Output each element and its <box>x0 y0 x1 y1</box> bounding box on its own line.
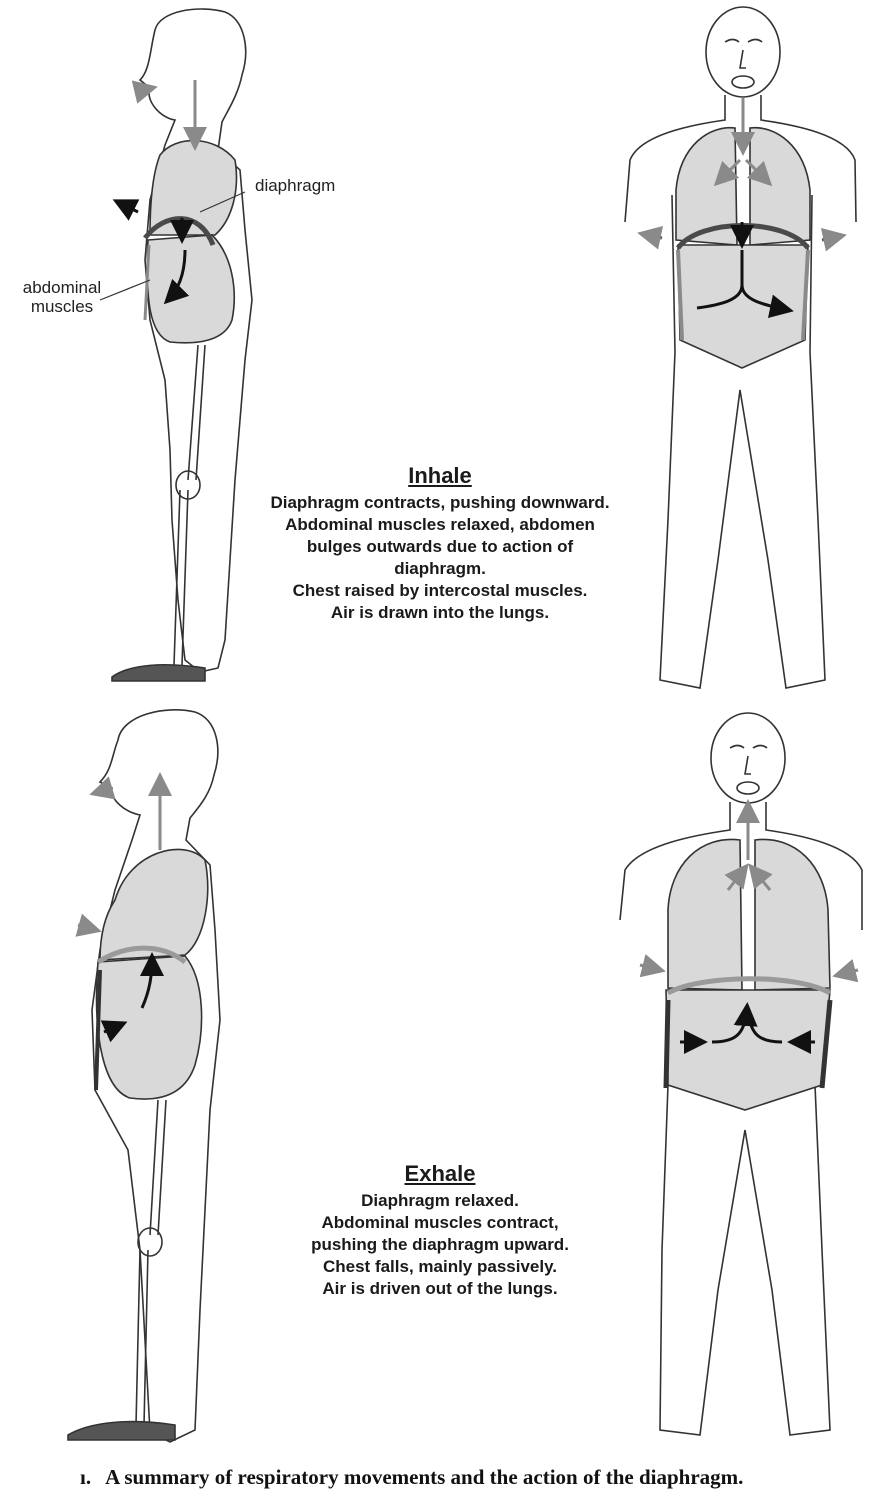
inhale-line: Diaphragm contracts, pushing downward. <box>230 492 650 514</box>
front-chest-left-arrow <box>643 234 662 238</box>
inhale-panel: diaphragm abdominal muscles Inhale Diaph… <box>0 0 891 690</box>
exhale-line: Chest falls, mainly passively. <box>245 1256 635 1278</box>
side-foot <box>112 665 205 681</box>
side-foot <box>68 1422 175 1440</box>
caption-text: A summary of respiratory movements and t… <box>105 1465 743 1489</box>
inhale-heading: Inhale <box>230 462 650 490</box>
exhale-line: pushing the diaphragm upward. <box>245 1234 635 1256</box>
exhale-line: Diaphragm relaxed. <box>245 1190 635 1212</box>
front-face <box>730 746 767 775</box>
inhale-line: Abdominal muscles relaxed, abdomen <box>230 514 650 536</box>
exhale-heading: Exhale <box>245 1160 635 1188</box>
front-figure-inhale <box>625 7 856 688</box>
front-chest-right-arrow <box>822 236 841 240</box>
front-lungs <box>668 839 830 990</box>
abdominal-label-line1: abdominal <box>12 278 112 297</box>
side-chest-organ <box>100 849 208 960</box>
side-leg-bones <box>174 345 205 665</box>
front-abdomen <box>666 990 830 1110</box>
front-chest-left-arrow <box>640 965 660 970</box>
chest-in-arrow <box>78 925 96 930</box>
inhale-line: bulges outwards due to action of <box>230 536 650 558</box>
front-body <box>625 95 856 688</box>
figure-caption: ı. A summary of respiratory movements and… <box>80 1465 880 1490</box>
chest-out-arrow <box>118 202 138 212</box>
side-figure-exhale <box>68 710 220 1442</box>
caption-number: ı. <box>80 1465 91 1489</box>
abdominal-label-line2: muscles <box>12 297 112 316</box>
front-mouth <box>732 76 754 88</box>
air-out-arrow <box>95 788 112 793</box>
side-abdomen-organ <box>147 235 234 343</box>
inhale-description: Inhale Diaphragm contracts, pushing down… <box>230 462 650 624</box>
exhale-description: Exhale Diaphragm relaxed. Abdominal musc… <box>245 1160 635 1300</box>
exhale-panel: Exhale Diaphragm relaxed. Abdominal musc… <box>0 690 891 1450</box>
inhale-line: Chest raised by intercostal muscles. <box>230 580 650 602</box>
side-leg-bones <box>136 1100 166 1425</box>
exhale-line: Air is driven out of the lungs. <box>245 1278 635 1300</box>
exhale-line: Abdominal muscles contract, <box>245 1212 635 1234</box>
front-chest-right-arrow <box>838 970 858 975</box>
front-mouth <box>737 782 759 794</box>
inhale-line: Air is drawn into the lungs. <box>230 602 650 624</box>
exhale-illustration <box>0 690 891 1450</box>
front-face <box>725 40 762 69</box>
diaphragm-label: diaphragm <box>255 176 335 195</box>
inhale-line: diaphragm. <box>230 558 650 580</box>
abdominal-muscles-label: abdominal muscles <box>12 278 112 316</box>
